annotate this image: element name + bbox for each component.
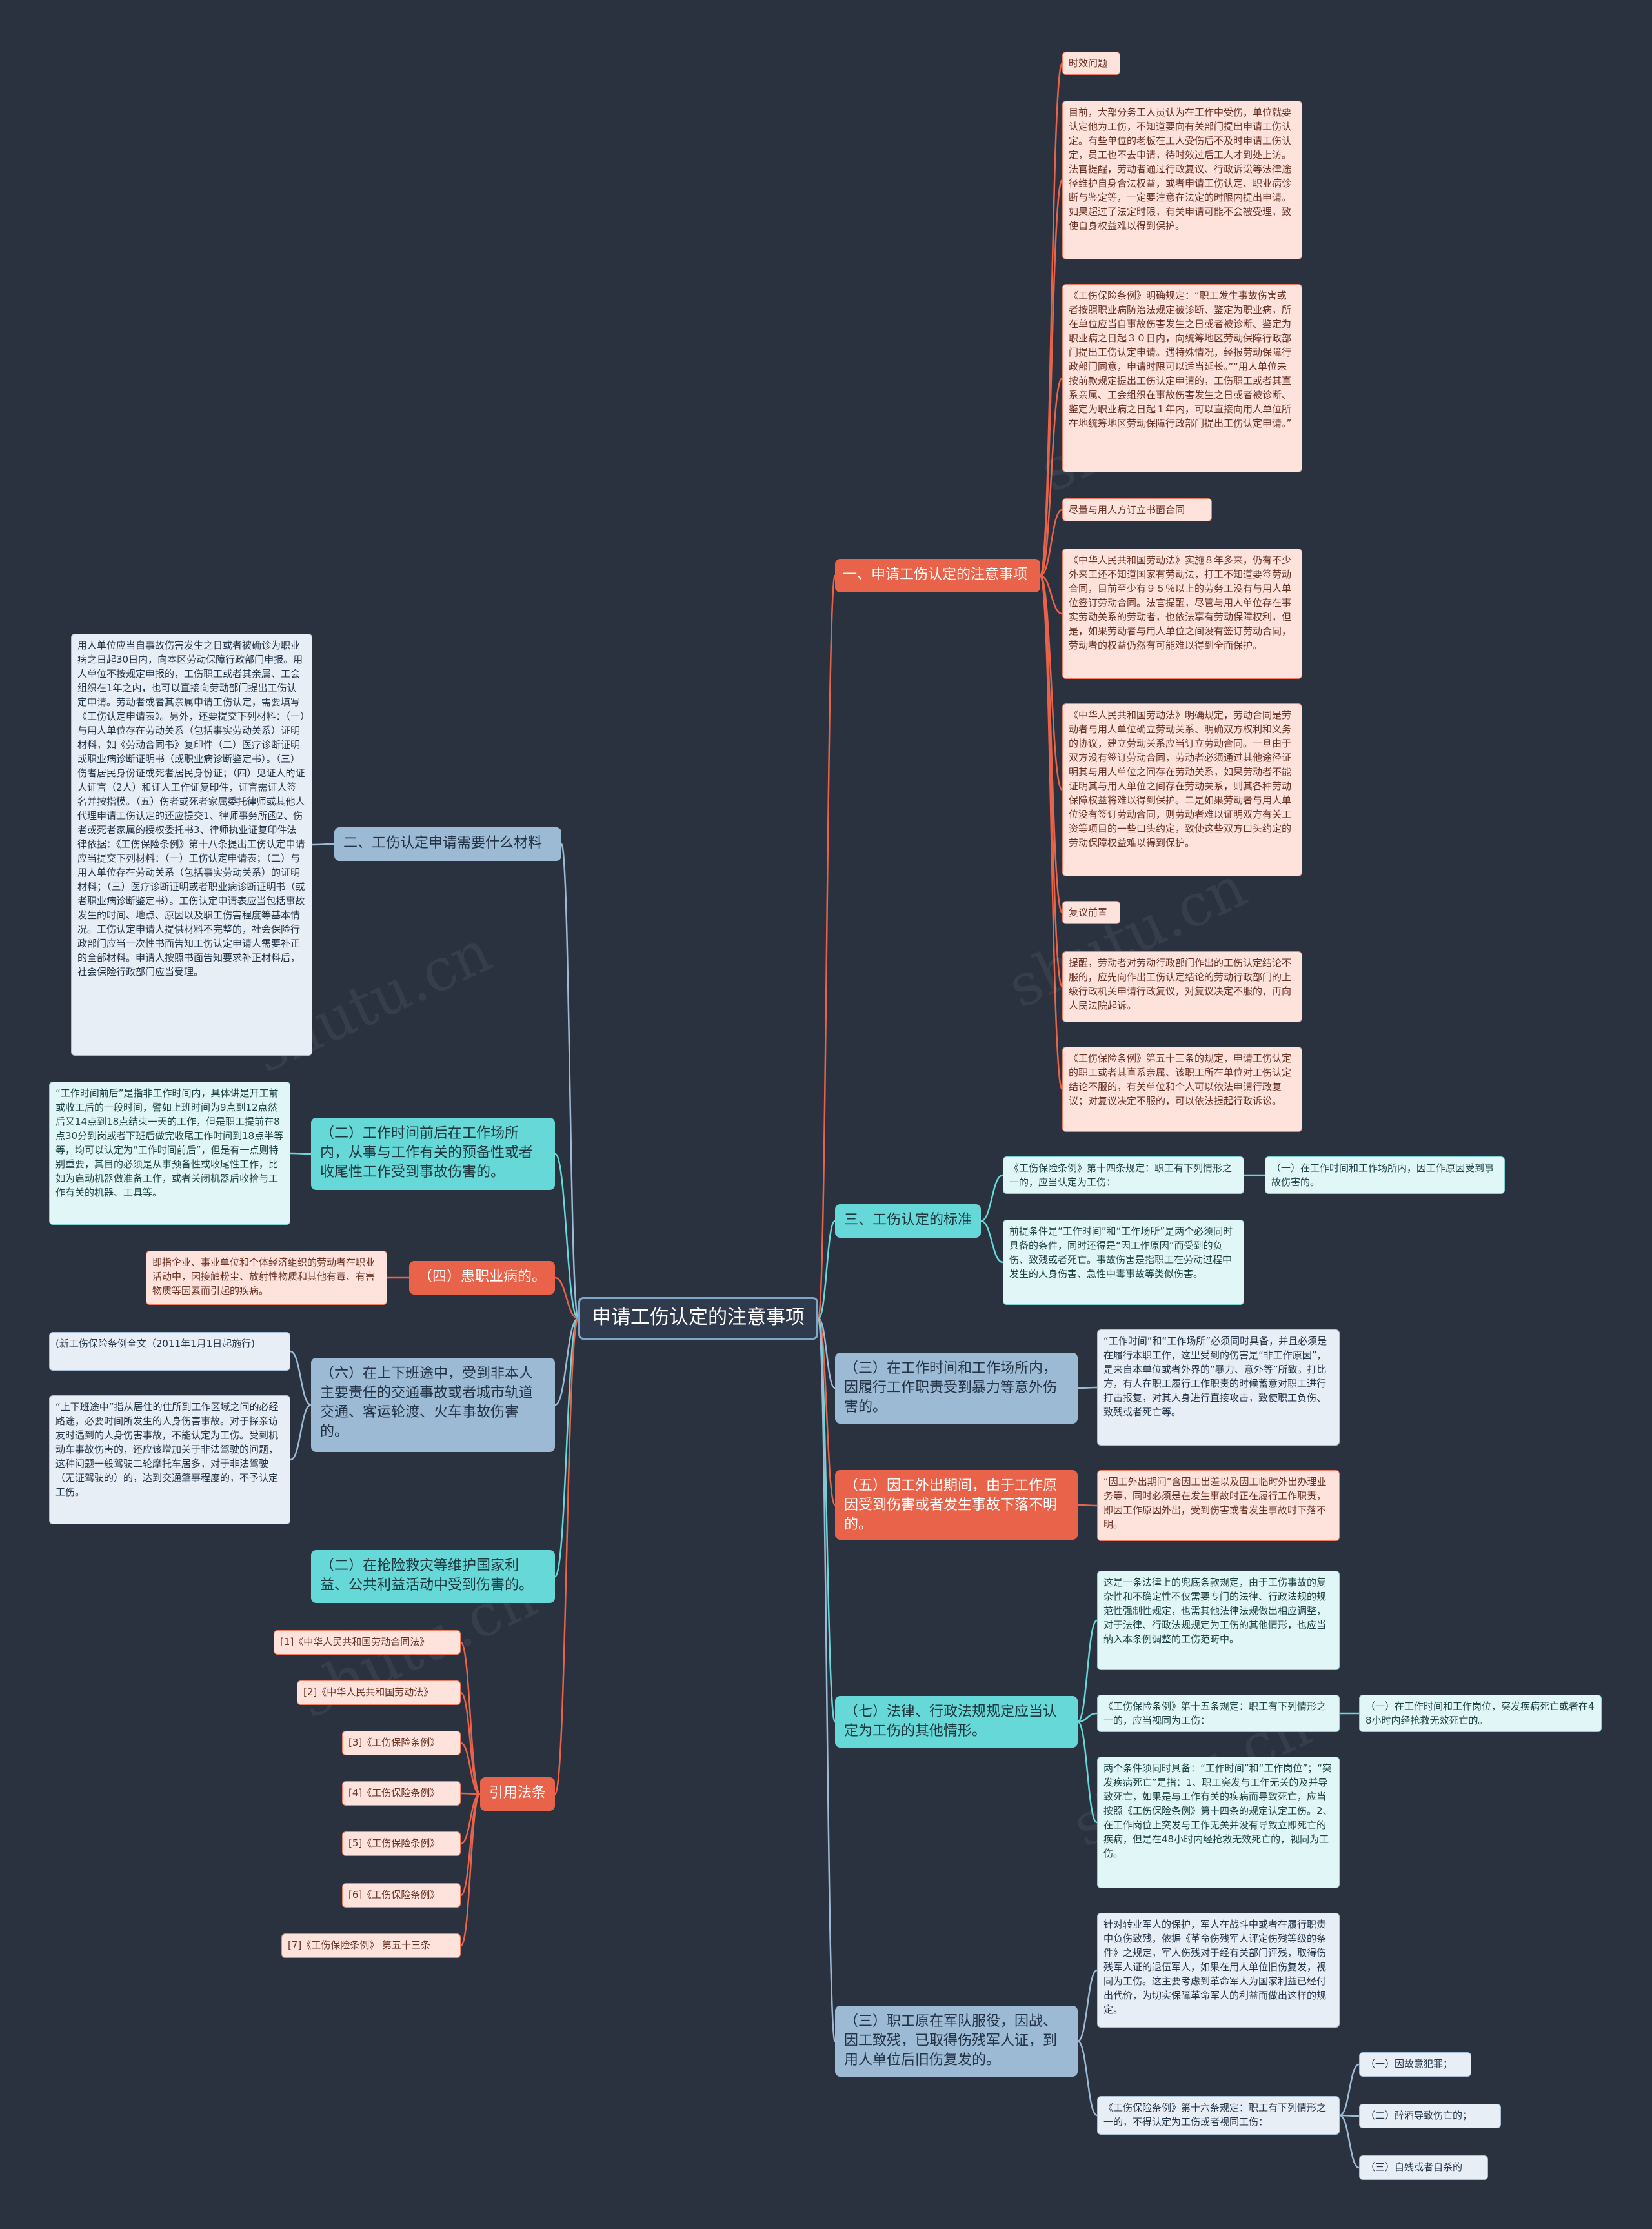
connector-r3 <box>818 1317 836 1389</box>
leaf-violence-detail[interactable]: “工作时间”和“工作场所”必须同时具备，并且必须是在履行本职工作，这里受到的伤害… <box>1097 1329 1340 1446</box>
connector-l4 <box>554 1317 579 1406</box>
citation-4[interactable]: [4]《工伤保险条例》 <box>342 1781 461 1806</box>
branch-cited-laws[interactable]: 引用法条 <box>480 1777 555 1811</box>
branch-military-injury[interactable]: （三）职工原在军队服役，因战、因工致残，已取得伤残军人证，到用人单位后旧伤复发的… <box>835 2006 1078 2077</box>
connector-r1_c4 <box>1040 509 1063 577</box>
branch-other-legal[interactable]: （七）法律、行政法规规定应当认定为工伤的其他情形。 <box>835 1696 1078 1748</box>
citation-7[interactable]: [7]《工伤保险条例》 第五十三条 <box>281 1933 461 1958</box>
branch-violence-injury[interactable]: （三）在工作时间和工作场所内，因履行工作职责受到暴力等意外伤害的。 <box>835 1353 1078 1424</box>
connector-r6 <box>817 1317 836 2042</box>
connector-r5_c2 <box>1077 1712 1098 1723</box>
leaf-written-contract[interactable]: 尽量与用人方订立书面合同 <box>1062 498 1212 521</box>
leaf-article15-item1[interactable]: （一）在工作时间和工作岗位，突发疾病死亡或者在48小时内经抢救无效死亡的。 <box>1359 1695 1602 1732</box>
leaf-article14[interactable]: 《工伤保险条例》第十四条规定：职工有下列情形之一的，应当认定为工伤： <box>1003 1156 1244 1194</box>
connector-r1 <box>817 574 836 1320</box>
connector-l6_c3 <box>460 1742 481 1795</box>
connector-r2_c2 <box>980 1220 1003 1264</box>
connector-r3_c1 <box>1077 1386 1098 1389</box>
leaf-article15[interactable]: 《工伤保险条例》第十五条规定：职工有下列情形之一的，应当视同为工伤： <box>1097 1695 1340 1732</box>
citation-3[interactable]: [3]《工伤保险条例》 <box>342 1731 461 1755</box>
connector-r6_c2_b <box>1339 2114 1360 2117</box>
leaf-article16-item1[interactable]: （一）因故意犯罪； <box>1359 2052 1471 2077</box>
branch-rescue[interactable]: （二）在抢险救灾等维护国家利益、公共利益活动中受到伤害的。 <box>311 1550 555 1603</box>
leaf-criteria-premise[interactable]: 前提条件是“工作时间”和“工作场所”是两个必须同时具备的条件，同时还得是“因工作… <box>1003 1220 1244 1305</box>
branch-business-trip[interactable]: （五）因工外出期间，由于工作原因受到伤害或者发生事故下落不明的。 <box>835 1470 1078 1540</box>
connector-r2 <box>817 1220 836 1320</box>
connector-r1_c7 <box>1039 574 1063 914</box>
leaf-military-detail[interactable]: 针对转业军人的保护，军人在战斗中或者在履行职责中负伤致残，依据《革命伤残军人评定… <box>1097 1913 1340 2028</box>
connector-l4_c2 <box>290 1404 312 1461</box>
leaf-time-limit-detail[interactable]: 目前，大部分务工人员认为在工作中受伤，单位就要认定他为工伤，不知道要向有关部门提… <box>1062 101 1302 259</box>
connector-r6_c2_a <box>1339 2063 1360 2117</box>
connector-r1_c8 <box>1039 574 1063 988</box>
leaf-time-limit[interactable]: 时效问题 <box>1062 52 1120 75</box>
branch-materials[interactable]: 二、工伤认定申请需要什么材料 <box>334 827 561 861</box>
leaf-materials-detail[interactable]: 用人单位应当自事故伤害发生之日或者被确诊为职业病之日起30日内，向本区劳动保障行… <box>71 634 312 1056</box>
citation-5[interactable]: [5]《工伤保险条例》 <box>342 1831 461 1856</box>
connector-l1_c1 <box>312 843 335 846</box>
connector-l5 <box>554 1317 579 1578</box>
leaf-article16[interactable]: 《工伤保险条例》第十六条规定：职工有下列情形之一的，不得认定为工伤或者视同工伤： <box>1097 2096 1340 2135</box>
connector-l6 <box>554 1317 579 1795</box>
leaf-reconsideration-detail[interactable]: 提醒，劳动者对劳动行政部门作出的工伤认定结论不服的，应先向作出工伤认定结论的劳动… <box>1062 951 1302 1022</box>
leaf-labor-law-contract[interactable]: 《中华人民共和国劳动法》实施８年多来，仍有不少外来工还不知道国家有劳动法，打工不… <box>1062 549 1302 679</box>
leaf-commute-detail[interactable]: “上下班途中”指从居住的住所到工作区域之间的必经路途，必要时间所发生的人身伤害事… <box>49 1395 290 1524</box>
branch-commute[interactable]: （六）在上下班途中，受到非本人主要责任的交通事故或者城市轨道交通、客运轮渡、火车… <box>311 1358 555 1452</box>
connector-l6_c2 <box>459 1691 481 1795</box>
root-topic[interactable]: 申请工伤认定的注意事项 <box>578 1297 818 1340</box>
leaf-article14-item1[interactable]: （一）在工作时间和工作场所内，因工作原因受到事故伤害的。 <box>1265 1156 1505 1194</box>
leaf-catchall-clause[interactable]: 这是一条法律上的兜底条款规定，由于工伤事故的复杂性和不确定性不仅需要专门的法律、… <box>1097 1571 1340 1670</box>
connector-r2_c1 <box>980 1174 1003 1222</box>
connector-l3 <box>554 1276 579 1320</box>
connector-l1 <box>560 843 579 1320</box>
connector-r1_c6 <box>1039 574 1063 791</box>
connector-l4_c1 <box>290 1350 312 1406</box>
branch-before-after-work[interactable]: （二）工作时间前后在工作场所内，从事与工作有关的预备性或者收尾性工作受到事故伤害… <box>311 1118 555 1190</box>
citation-2[interactable]: [2]《中华人民共和国劳动法》 <box>297 1680 461 1705</box>
leaf-occupational-detail[interactable]: 即指企业、事业单位和个体经济组织的劳动者在职业活动中，因接触粉尘、放射性物质和其… <box>146 1251 387 1305</box>
connector-r6_c2_c <box>1339 2114 1360 2169</box>
leaf-before-after-detail[interactable]: “工作时间前后”是指非工作时间内，具体讲是开工前或收工后的一段时间，譬如上班时间… <box>49 1082 290 1225</box>
connector-l6_c5 <box>460 1793 481 1845</box>
connector-l6_c4 <box>460 1792 481 1795</box>
branch-occupational-disease[interactable]: （四）患职业病的。 <box>409 1261 555 1295</box>
connector-r6_c2 <box>1077 2040 1098 2117</box>
citation-1[interactable]: [1]《中华人民共和国劳动合同法》 <box>274 1630 461 1655</box>
leaf-article53[interactable]: 《工伤保险条例》第五十三条的规定，申请工伤认定的职工或者其直系亲属、该职工所在单… <box>1062 1047 1302 1132</box>
connector-r5_c1 <box>1076 1619 1098 1723</box>
leaf-article16-item3[interactable]: （三）自残或者自杀的 <box>1359 2155 1488 2180</box>
citation-6[interactable]: [6]《工伤保险条例》 <box>342 1883 461 1908</box>
leaf-reconsideration-first[interactable]: 复议前置 <box>1062 901 1120 924</box>
leaf-business-trip-detail[interactable]: “因工外出期间”含因工出差以及因工临时外出办理业务等，同时必须是在发生事故时正在… <box>1097 1470 1340 1541</box>
leaf-labor-law-relationship[interactable]: 《中华人民共和国劳动法》明确规定，劳动合同是劳动者与用人单位确立劳动关系、明确双… <box>1062 703 1302 876</box>
branch-criteria[interactable]: 三、工伤认定的标准 <box>835 1204 981 1238</box>
leaf-article16-item2[interactable]: （二）醉酒导致伤亡的； <box>1359 2104 1501 2128</box>
connector-l2_c1 <box>290 1152 312 1155</box>
leaf-regulation-article17[interactable]: 《工伤保险条例》明确规定：“职工发生事故伤害或者按照职业病防治法规定被诊断、鉴定… <box>1062 284 1302 472</box>
connector-r6_c1 <box>1077 1969 1098 2042</box>
connector-l6_c1 <box>459 1641 481 1795</box>
connector-r1_c5 <box>1040 574 1063 615</box>
connector-l6_c7 <box>459 1793 481 1947</box>
branch-application-notes[interactable]: 一、申请工伤认定的注意事项 <box>835 559 1040 592</box>
leaf-sudden-illness[interactable]: 两个条件须同时具备：“工作时间”和“工作岗位”；“突发疾病死亡”是指：1、职工突… <box>1097 1757 1340 1888</box>
connector-r4_c1 <box>1077 1504 1098 1507</box>
connector-r5 <box>817 1317 836 1723</box>
connector-r4 <box>817 1317 836 1506</box>
connector-r1_c2 <box>1039 179 1063 577</box>
connector-l6_c6 <box>459 1793 481 1897</box>
connector-l2 <box>554 1153 579 1320</box>
leaf-new-regulation[interactable]: (新工伤保险条例全文（2011年1月1日起施行) <box>49 1332 290 1371</box>
